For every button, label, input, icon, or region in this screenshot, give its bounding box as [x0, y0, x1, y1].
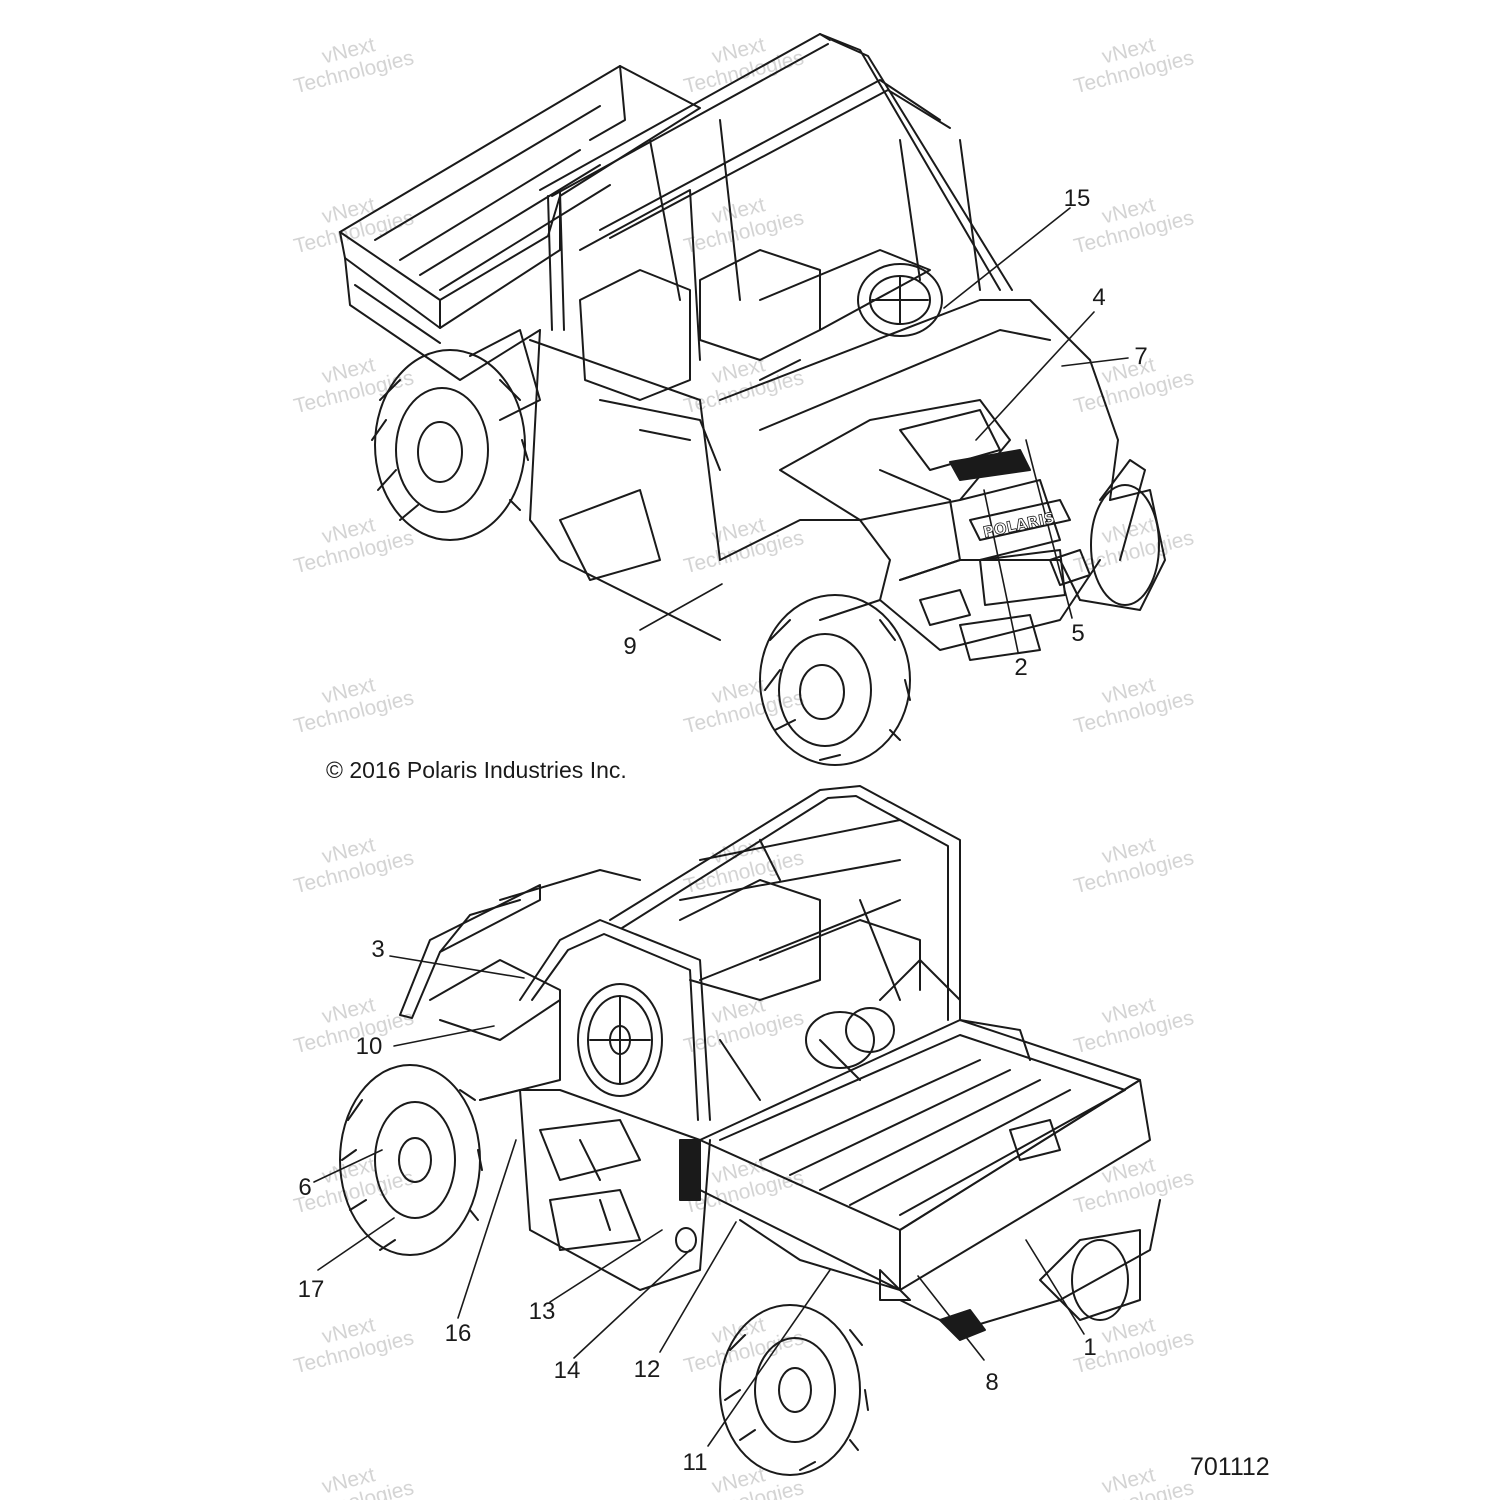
- rear-view-wheels: [339, 1064, 1141, 1476]
- callout-11: 11: [682, 1449, 708, 1476]
- callout-12: 12: [633, 1356, 661, 1383]
- front-view-wheels: [371, 349, 1166, 766]
- front-view-hood: [719, 299, 1146, 661]
- rear-view-roll-cage: [519, 785, 961, 1121]
- callout-14: 14: [553, 1357, 581, 1384]
- rear-view-body: [429, 959, 711, 1291]
- callout-10: 10: [355, 1033, 383, 1060]
- leader-lines: [313, 207, 1129, 1447]
- callout-8: 8: [985, 1369, 999, 1396]
- callout-4: 4: [1092, 284, 1106, 311]
- rear-view-vehicle: [339, 785, 1161, 1476]
- callout-3: 3: [371, 936, 385, 963]
- rear-view-cargo-bed: [699, 1019, 1161, 1341]
- copyright-notice: © 2016 Polaris Industries Inc.: [326, 757, 627, 783]
- callout-13: 13: [528, 1298, 556, 1325]
- drawing-number: 701112: [1190, 1453, 1270, 1481]
- front-view-vehicle: [339, 33, 1166, 766]
- callout-6: 6: [298, 1174, 312, 1201]
- callout-5: 5: [1071, 620, 1085, 647]
- callout-2: 2: [1014, 654, 1028, 681]
- callout-1: 1: [1083, 1334, 1097, 1361]
- callout-9: 9: [623, 633, 637, 660]
- rear-view-cabin: [577, 879, 961, 1101]
- callout-15: 15: [1063, 185, 1091, 212]
- front-view-cabin: [529, 249, 943, 641]
- callout-17: 17: [297, 1276, 325, 1303]
- callout-16: 16: [444, 1320, 472, 1347]
- front-view-cargo-bed: [339, 65, 701, 421]
- grille-brand-text: POLARIS: [981, 509, 1056, 542]
- callout-7: 7: [1134, 343, 1148, 370]
- rear-view-front-bumper: [399, 869, 641, 1019]
- front-view-roll-cage: [539, 33, 1013, 361]
